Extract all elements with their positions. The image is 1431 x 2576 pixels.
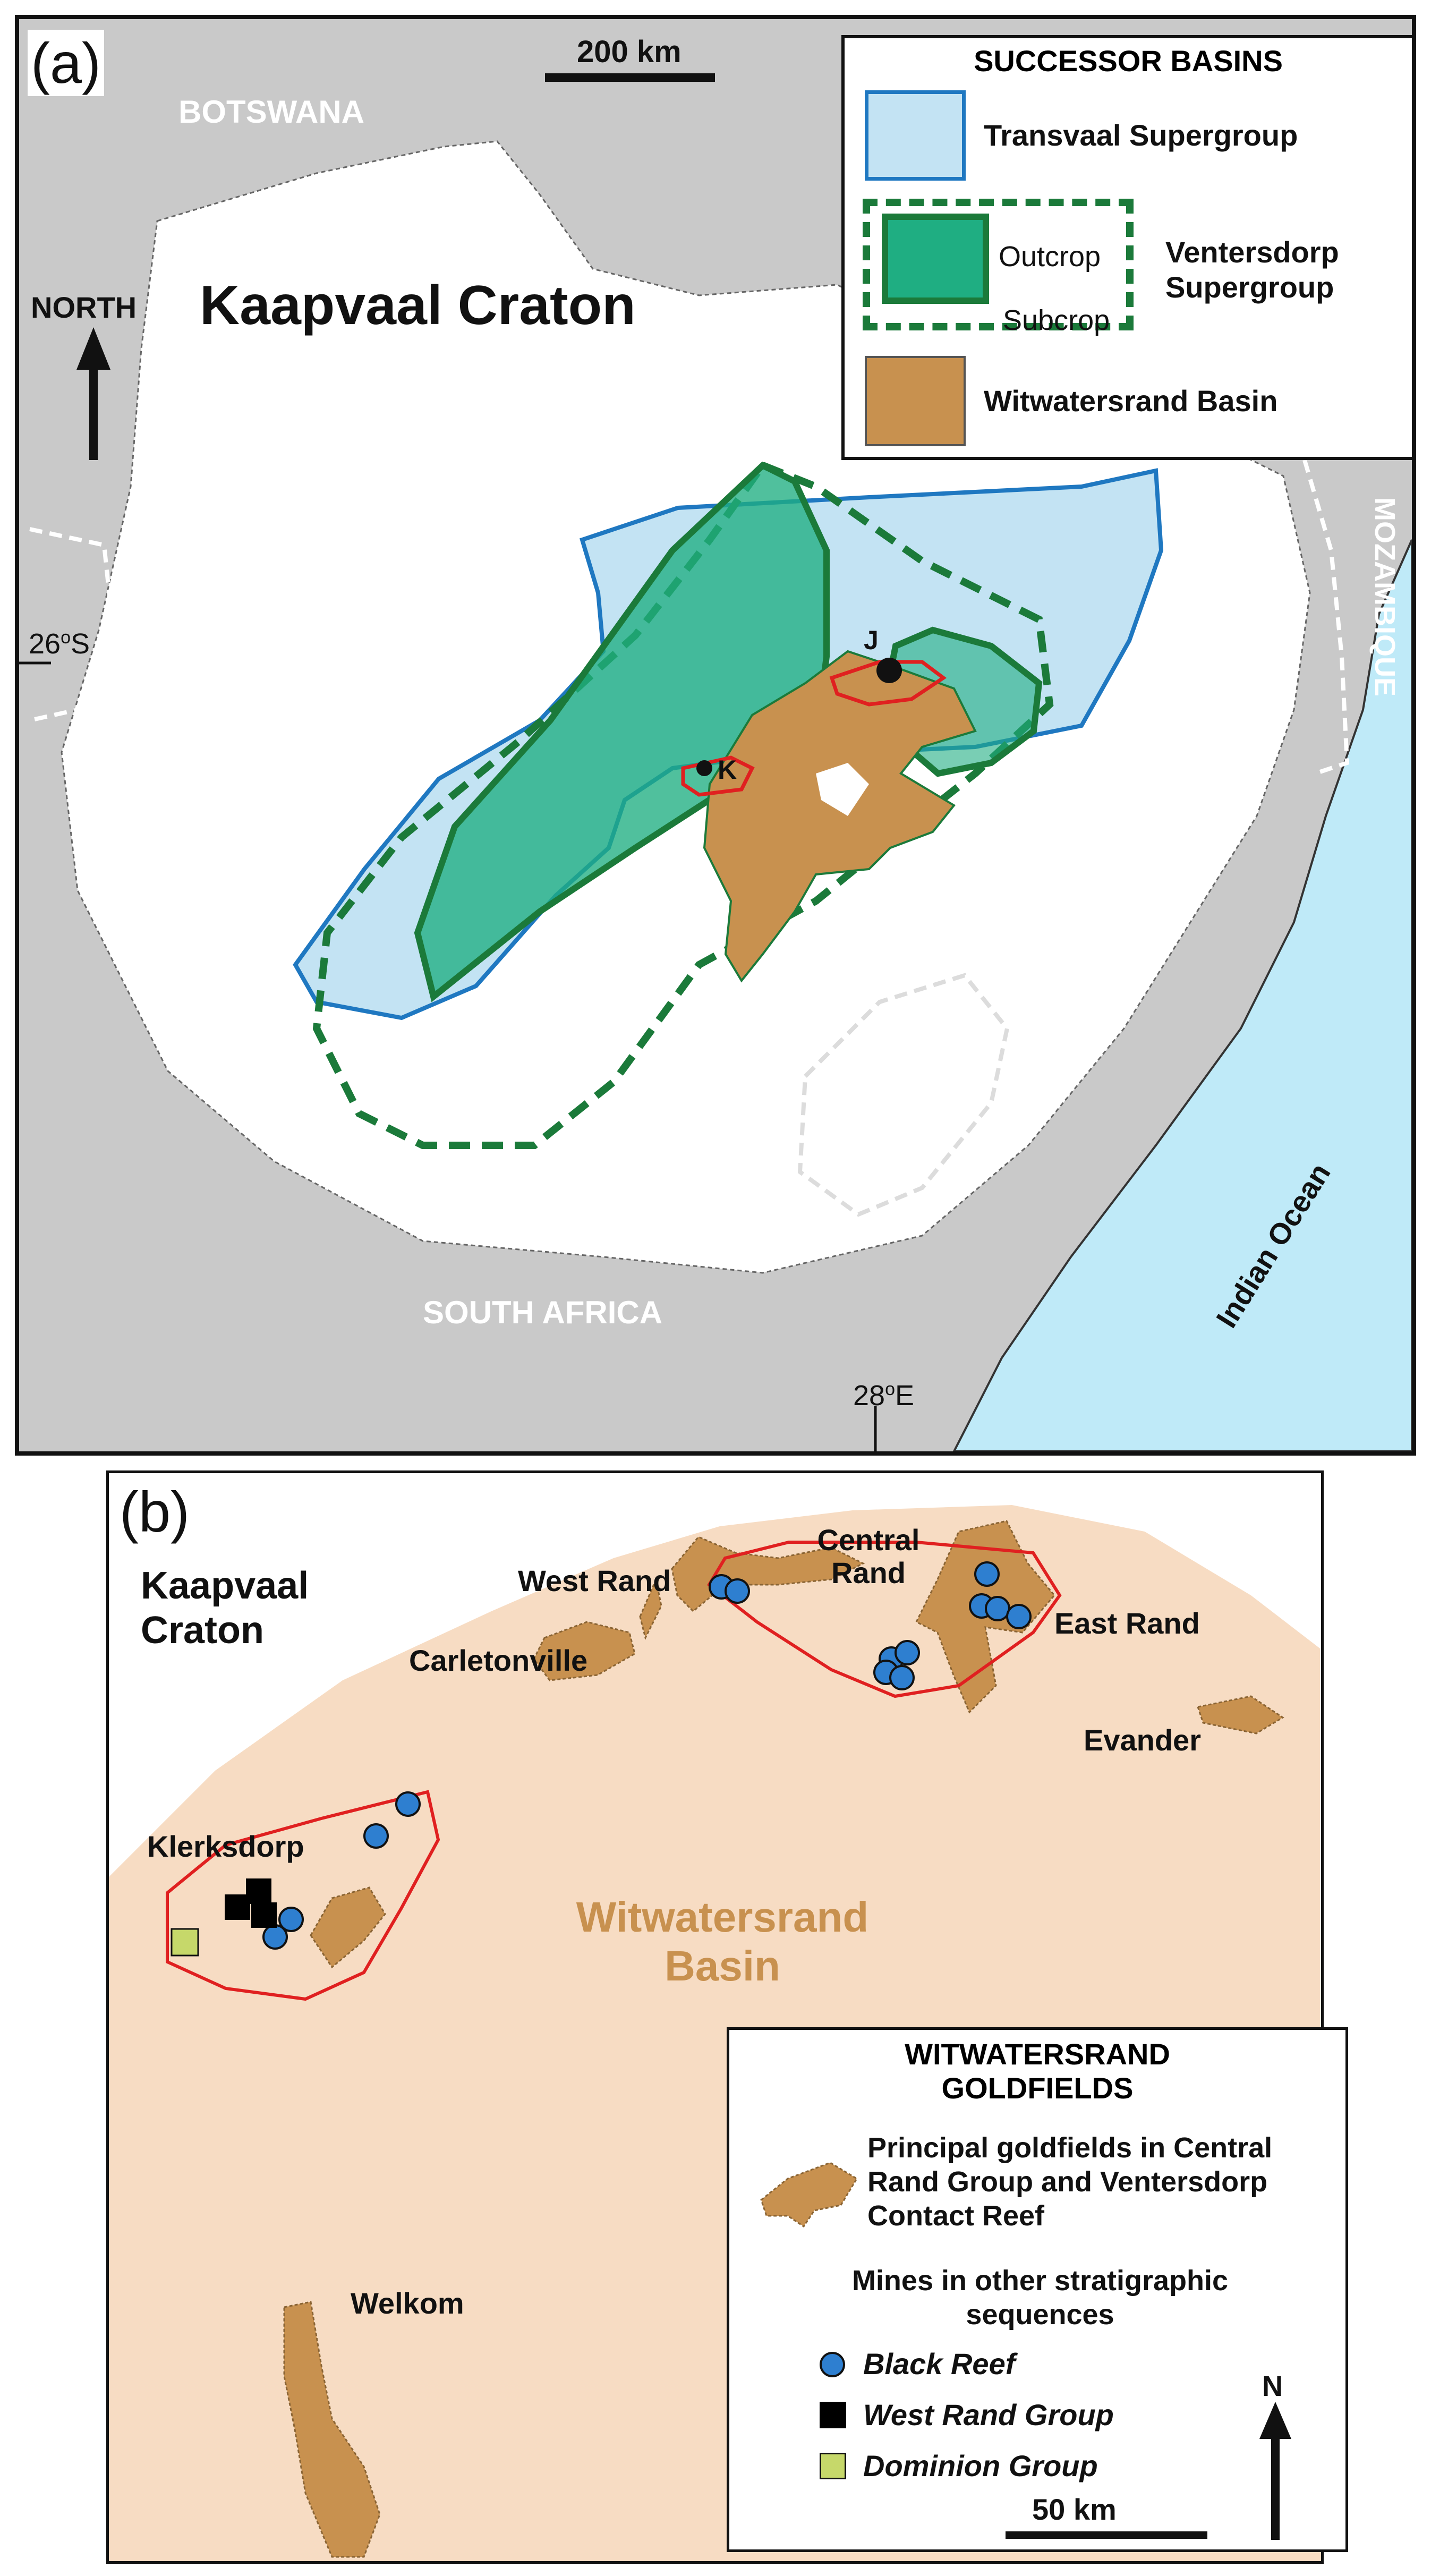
scale-bar-b: [1006, 2531, 1207, 2539]
point-k-label: K: [718, 755, 737, 785]
black-reef-label: Black Reef: [863, 2347, 1016, 2381]
place-klerksdorp: Klerksdorp: [147, 1830, 304, 1863]
witwatersrand-legend-label: Witwatersrand Basin: [984, 384, 1278, 418]
red-outline-k: [681, 755, 755, 797]
panel-a: (a) BOTSWANA Kaapvaal Craton NORTH 200 k…: [15, 15, 1416, 1456]
legend-b-title: WITWATERSRAND GOLDFIELDS: [905, 2037, 1170, 2105]
place-west-rand: West Rand: [518, 1564, 671, 1597]
ventersdorp-subcrop: [312, 461, 1054, 1149]
witwatersrand-hole: [816, 763, 869, 816]
dominion-group-mine: [171, 1928, 199, 1957]
legend-successor-basins: SUCCESSOR BASINS Transvaal Supergroup Ou…: [841, 35, 1412, 460]
latitude-unit: o: [61, 627, 71, 648]
black-reef-mines: [262, 1561, 1032, 1950]
red-outline-klerksdorp: [166, 1790, 440, 2001]
legend-goldfields: WITWATERSRAND GOLDFIELDS Principal goldf…: [727, 2027, 1348, 2552]
dominion-group-swatch: [820, 2453, 846, 2479]
panel-b-label: (b): [120, 1480, 190, 1544]
legend-a-title: SUCCESSOR BASINS: [974, 44, 1283, 78]
goldfield-swatch: [760, 2162, 858, 2228]
goldfield-west-rand: [639, 1576, 662, 1640]
place-welkom: Welkom: [351, 2286, 464, 2320]
witwatersrand-area: [703, 650, 977, 983]
indian-ocean-area: [952, 539, 1412, 1451]
basin-label: Witwatersrand Basin: [576, 1893, 869, 1990]
place-east-rand: East Rand: [1054, 1606, 1200, 1640]
longitude-unit: o: [885, 1379, 895, 1399]
longitude-label: 28oE: [853, 1379, 914, 1412]
place-carletonville: Carletonville: [409, 1644, 588, 1677]
place-evander: Evander: [1084, 1723, 1201, 1757]
goldfield-central-rand: [671, 1536, 865, 1613]
north-arrow-b-icon: [1259, 2402, 1291, 2540]
goldfield-klerksdorp: [310, 1886, 386, 1969]
botswana-label: BOTSWANA: [178, 94, 364, 130]
west-rand-group-swatch: [820, 2402, 846, 2428]
west-rand-group-mines: [225, 1878, 277, 1928]
scale-label-a: 200 km: [577, 35, 682, 69]
latitude-value: 26: [29, 628, 61, 660]
ventersdorp-legend-label: Ventersdorp Supergroup: [1165, 235, 1339, 304]
ventersdorp-outcrop: [414, 461, 830, 1002]
subcrop-label: Subcrop: [1003, 304, 1110, 336]
point-j-label: J: [864, 625, 879, 655]
west-rand-group-label: West Rand Group: [863, 2398, 1114, 2432]
craton-title: Kaapvaal Craton: [200, 275, 636, 336]
goldfield-carletonville: [533, 1621, 636, 1681]
north-label: NORTH: [31, 291, 137, 324]
mozambique-label: MOZAMBIQUE: [1369, 497, 1401, 696]
longitude-value: 28: [853, 1380, 885, 1412]
scale-label-b: 50 km: [1032, 2493, 1117, 2526]
black-reef-swatch: [820, 2352, 845, 2377]
transvaal-legend-label: Transvaal Supergroup: [984, 118, 1298, 152]
ventersdorp-outcrop-swatch: [882, 214, 989, 304]
craton-label-b: Kaapvaal Craton: [141, 1565, 309, 1652]
north-arrow-icon: [76, 327, 110, 370]
goldfields-description: Principal goldfields in Central Rand Gro…: [867, 2132, 1273, 2232]
north-label-b: N: [1262, 2370, 1283, 2402]
place-central-rand: Central Rand: [817, 1523, 920, 1589]
transvaal-swatch: [865, 90, 966, 181]
panel-a-label: (a): [28, 30, 104, 96]
ventersdorp-subcrop-swatch: [863, 199, 1134, 330]
mozambique-outline: [1302, 459, 1350, 776]
latitude-hemisphere: S: [71, 628, 90, 660]
witwatersrand-swatch: [865, 356, 966, 446]
point-k-marker: [696, 760, 712, 776]
mines-heading: Mines in other stratigraphic sequences: [851, 2265, 1229, 2331]
red-outline-central: [707, 1541, 1062, 1698]
outcrop-label: Outcrop: [999, 241, 1101, 273]
longitude-hemisphere: E: [895, 1380, 915, 1412]
dominion-group-label: Dominion Group: [863, 2449, 1098, 2483]
point-j-marker: [876, 658, 902, 683]
botswana-outline: [29, 527, 117, 722]
goldfield-evander: [1197, 1695, 1284, 1735]
latitude-label: 26oS: [29, 627, 90, 660]
goldfield-welkom: [283, 2301, 381, 2558]
south-africa-label: SOUTH AFRICA: [423, 1295, 663, 1330]
